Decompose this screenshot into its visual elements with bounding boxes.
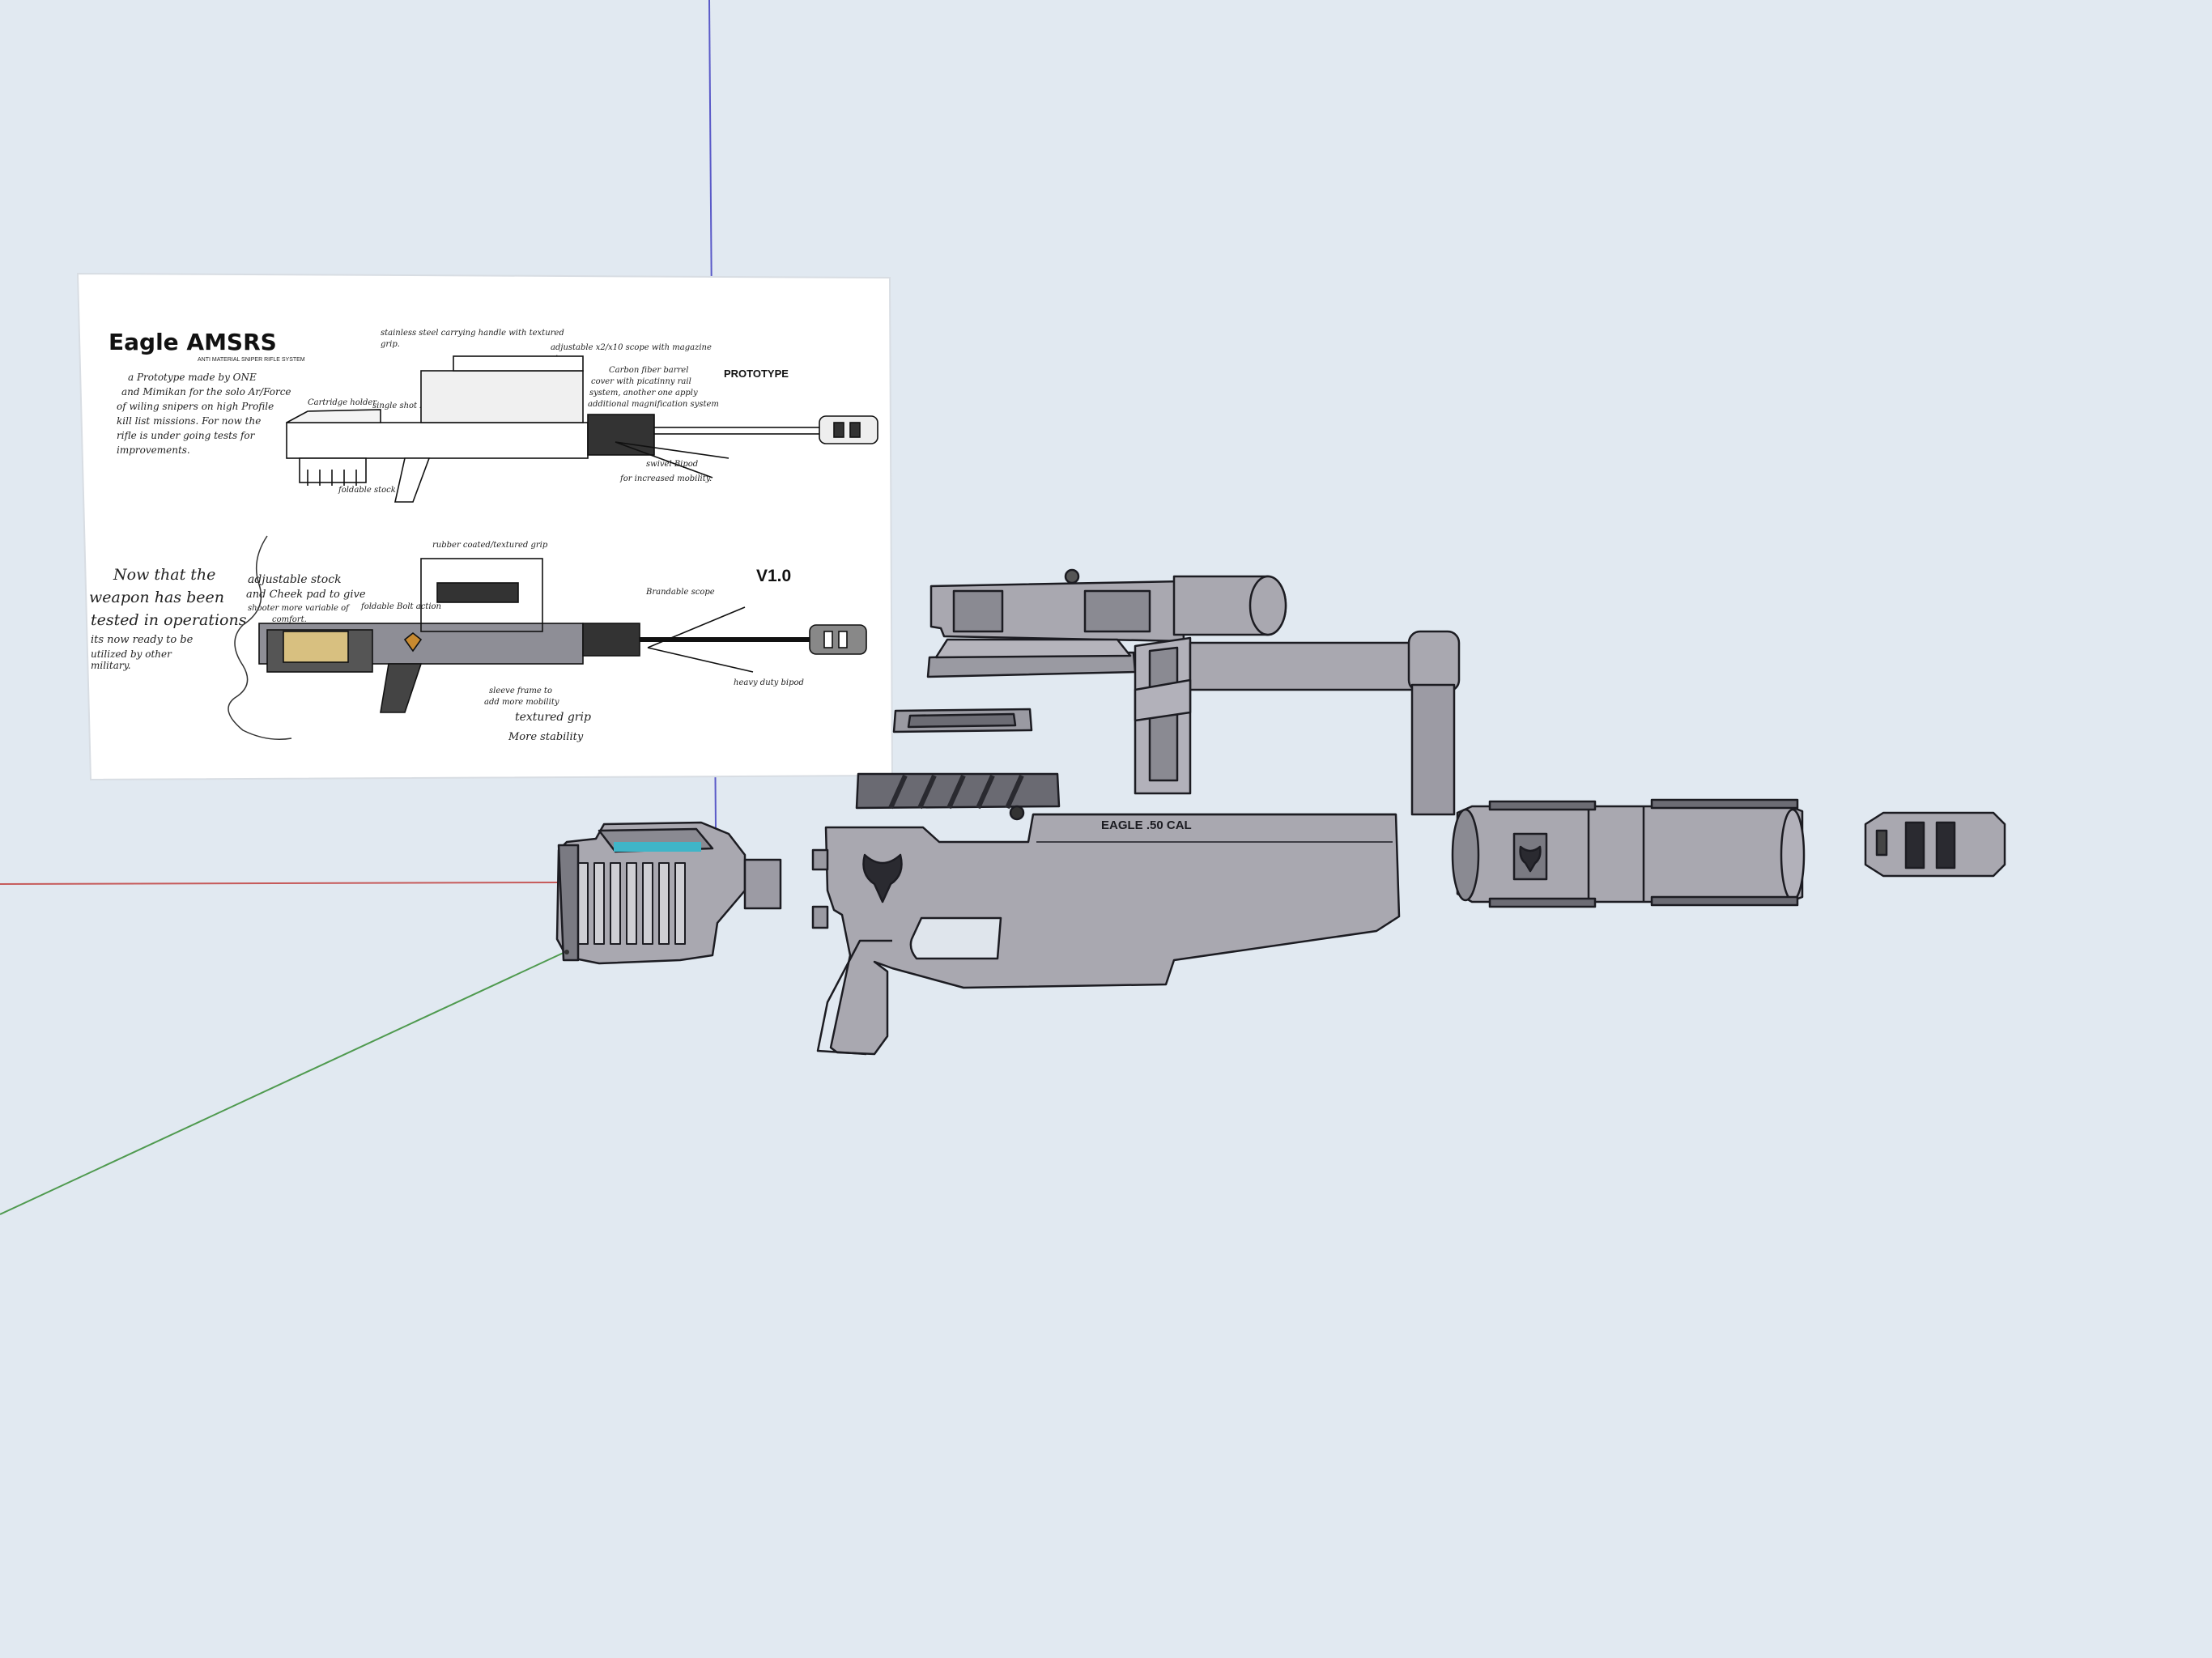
callout: cover with picatinny rail <box>591 377 691 386</box>
note-bottom-line: Now that the <box>113 566 215 584</box>
callout: stainless steel carrying handle with tex… <box>381 329 564 338</box>
notes-bottom: Now that the weapon has been tested in o… <box>89 566 247 671</box>
sketch-squiggle <box>228 535 292 740</box>
callout: textured grip <box>515 711 591 724</box>
callout: comfort. <box>272 615 307 624</box>
note-bottom-line: its now ready to be <box>91 634 194 646</box>
sketch-rifle-bottom <box>258 558 867 713</box>
callout: sleeve frame to <box>489 687 552 695</box>
prototype-tag: PROTOTYPE <box>724 368 789 380</box>
callout: swivel Bipod <box>646 460 698 469</box>
note-bottom-line: tested in operations <box>91 611 247 629</box>
callout: Brandable scope <box>645 588 715 597</box>
callout: rubber coated/textured grip <box>432 541 548 550</box>
note-bottom-line: military. <box>91 660 131 671</box>
green-axis <box>0 950 568 1215</box>
callout: Cartridge holder <box>308 398 377 407</box>
note-top-line: of wiling snipers on high Profile <box>117 401 274 412</box>
sketch-rifle-top <box>286 355 878 503</box>
eagle-emblem-icon <box>1519 845 1542 873</box>
red-axis <box>0 882 559 885</box>
carry-handle-part[interactable] <box>1134 630 1461 816</box>
callout: additional magnification system <box>588 400 719 409</box>
version-tag: V1.0 <box>756 567 791 585</box>
muzzle-brake-part[interactable] <box>1864 811 2006 878</box>
callout: heavy duty bipod <box>734 678 804 687</box>
receiver-part[interactable]: EAGLE .50 CAL <box>811 813 1401 1056</box>
callout: foldable stock <box>338 486 396 495</box>
callout: system, another one apply <box>589 389 698 397</box>
concept-sheet[interactable]: Eagle AMSRS ANTI MATERIAL SNIPER RIFLE S… <box>76 272 894 781</box>
callout: foldable Bolt action <box>360 602 441 611</box>
rail-part[interactable] <box>855 772 1061 810</box>
buttstock-part[interactable] <box>555 821 782 965</box>
sheet-subtitle: ANTI MATERIAL SNIPER RIFLE SYSTEM <box>198 357 305 363</box>
callout: add more mobility <box>484 698 559 707</box>
scope-part[interactable] <box>926 568 1287 678</box>
callout: for increased mobility. <box>619 474 712 483</box>
mount-plate-part[interactable] <box>892 708 1033 733</box>
eagle-emblem-icon <box>403 631 423 653</box>
callouts-bottom: rubber coated/textured grip adjustable s… <box>246 541 804 743</box>
note-bottom-line: utilized by other <box>91 648 172 660</box>
callout: More stability <box>508 731 584 743</box>
axis-origin-icon <box>564 950 569 954</box>
callout: Carbon fiber barrel <box>609 366 688 375</box>
callout: grip. <box>381 340 400 349</box>
callout: adjustable stock <box>248 573 342 586</box>
callouts-top: stainless steel carrying handle with tex… <box>308 329 719 495</box>
callout: shooter more variable of <box>248 604 351 613</box>
note-top-line: improvements. <box>117 444 190 456</box>
callout: single shot Retraction <box>372 402 463 410</box>
note-bottom-line: weapon has been <box>89 589 224 606</box>
sheet-title: Eagle AMSRS <box>108 329 277 355</box>
callout: and Cheek pad to give <box>246 589 366 601</box>
rifle-model[interactable]: EAGLE .50 CAL <box>555 568 2006 1056</box>
receiver-brand: EAGLE .50 CAL <box>1101 818 1192 832</box>
callout: adjustable x2/x10 scope with magazine <box>551 343 712 352</box>
cartridge-holder <box>577 862 686 945</box>
stock-cyan-accent <box>614 842 701 852</box>
note-top-line: a Prototype made by ONE <box>128 372 257 383</box>
barrel-shroud-part[interactable] <box>1451 798 1806 908</box>
note-top-line: and Mimikan for the solo Ar/Force <box>121 386 291 397</box>
eagle-emblem-icon <box>862 853 903 903</box>
note-top-line: rifle is under going tests for <box>117 430 256 441</box>
bolt-knob[interactable] <box>1009 805 1025 821</box>
note-top-line: kill list missions. For now the <box>117 415 261 427</box>
notes-top: a Prototype made by ONE and Mimikan for … <box>117 372 291 456</box>
